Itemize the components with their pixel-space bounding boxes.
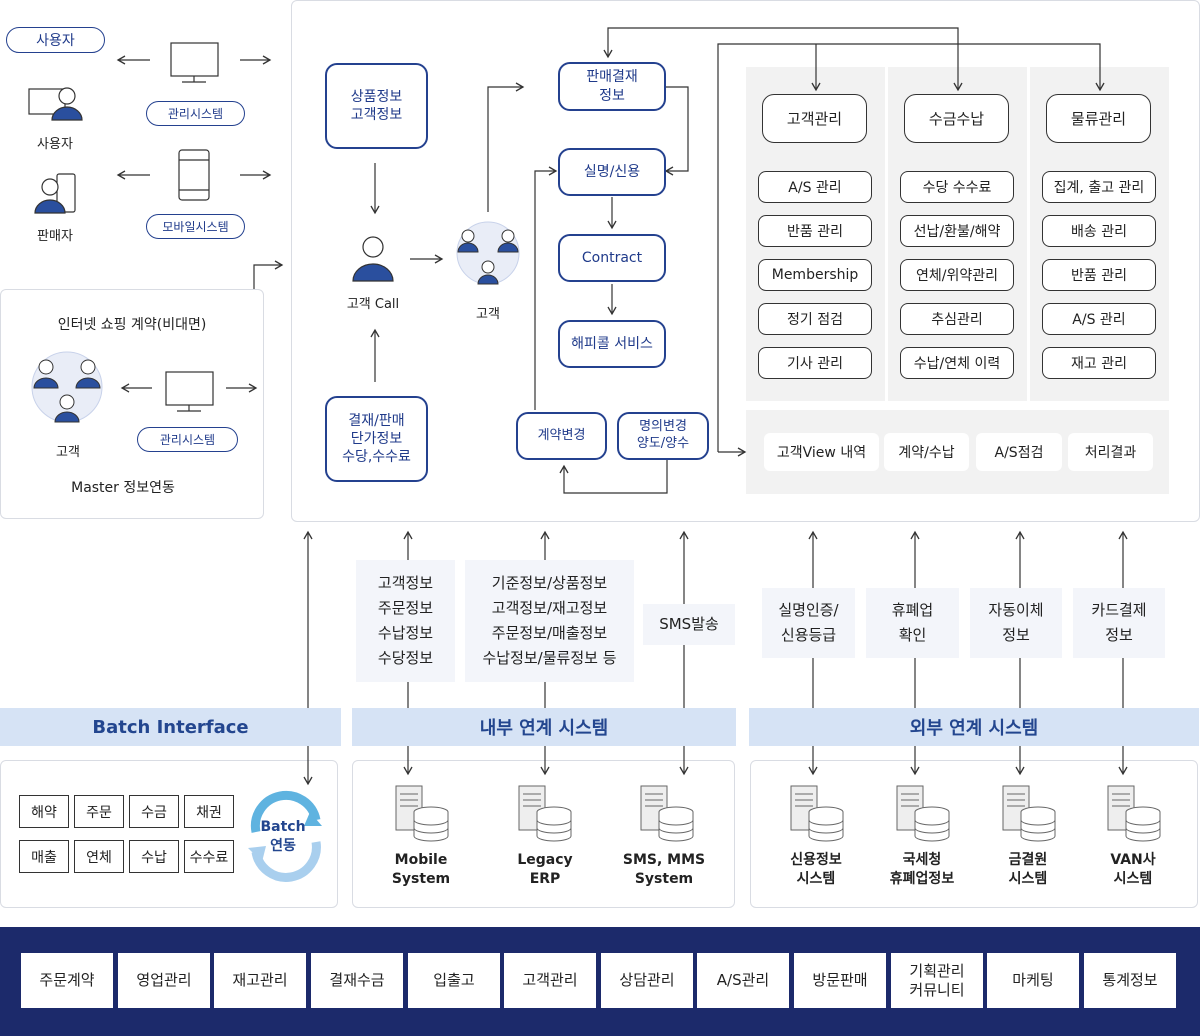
bottom-item: 입출고 <box>408 953 500 1008</box>
module-item: 수납/연체 이력 <box>900 347 1014 379</box>
bottom-item: 고객관리 <box>504 953 596 1008</box>
module-item: Membership <box>758 259 872 291</box>
bottom-item: 결재수금 <box>311 953 403 1008</box>
view-item: 처리결과 <box>1068 433 1153 471</box>
customer-call-label: 고객 Call <box>346 297 400 312</box>
settlement-box: 결재/판매 단가정보 수당,수수료 <box>325 396 428 482</box>
ext-info-2: 휴폐업 확인 <box>866 588 959 658</box>
batch-tag: 수금 <box>129 795 179 828</box>
user-label: 사용자 <box>37 137 73 152</box>
internal-info-1: 고객정보 주문정보 수납정보 수당정보 <box>356 560 455 682</box>
mgmt-system-badge: 관리시스템 <box>146 101 245 126</box>
bottom-item: A/S관리 <box>697 953 789 1008</box>
batch-tag: 채권 <box>184 795 234 828</box>
internal-systems-band: 내부 연계 시스템 <box>352 708 736 746</box>
batch-tag: 수납 <box>129 840 179 873</box>
internal-system: SMS, MMS System <box>622 852 706 887</box>
batch-tag: 주문 <box>74 795 124 828</box>
user-badge: 사용자 <box>6 27 105 53</box>
module-item: 배송 관리 <box>1042 215 1156 247</box>
customer-group-icon <box>31 221 520 423</box>
module-item: 재고 관리 <box>1042 347 1156 379</box>
customer-label-left: 고객 <box>56 445 80 460</box>
sales-payment-box: 판매결재 정보 <box>558 62 666 111</box>
sms-info: SMS발송 <box>643 604 735 645</box>
bottom-item: 상담관리 <box>601 953 693 1008</box>
bottom-item: 영업관리 <box>118 953 210 1008</box>
bottom-item: 주문계약 <box>21 953 113 1008</box>
person-icons <box>34 87 394 282</box>
batch-tag: 매출 <box>19 840 69 873</box>
contract-change-box: 계약변경 <box>516 412 607 460</box>
happy-call-box: 해피콜 서비스 <box>558 320 666 368</box>
bottom-item: 방문판매 <box>794 953 886 1008</box>
module-item: A/S 관리 <box>758 171 872 203</box>
master-label: Master 정보연동 <box>71 480 175 496</box>
module-item: 집계, 출고 관리 <box>1042 171 1156 203</box>
external-system: 국세청 휴폐업정보 <box>889 852 955 887</box>
batch-cycle-icon <box>248 790 322 882</box>
module-item: 연체/위약관리 <box>900 259 1014 291</box>
seller-label: 판매자 <box>37 229 73 244</box>
monitor-icon <box>28 42 219 412</box>
view-item: 고객View 내역 <box>764 433 879 471</box>
module-title-customer: 고객관리 <box>762 94 867 143</box>
ext-info-1: 실명인증/ 신용등급 <box>762 588 855 658</box>
contract-box: Contract <box>558 234 666 282</box>
batch-cycle-label: Batch 연동 <box>260 819 306 854</box>
module-item: 추심관리 <box>900 303 1014 335</box>
module-item: 반품 관리 <box>1042 259 1156 291</box>
external-systems-band: 외부 연계 시스템 <box>749 708 1199 746</box>
internal-system: Legacy ERP <box>517 852 573 887</box>
module-title-collection: 수금수납 <box>904 94 1009 143</box>
module-item: 기사 관리 <box>758 347 872 379</box>
batch-tag: 수수료 <box>184 840 234 873</box>
ext-info-3: 자동이체 정보 <box>970 588 1062 658</box>
internal-system: Mobile System <box>391 852 451 887</box>
customer-group-label: 고객 <box>476 307 500 322</box>
batch-tag: 연체 <box>74 840 124 873</box>
batch-tag: 해약 <box>19 795 69 828</box>
internal-info-2: 기준정보/상품정보 고객정보/재고정보 주문정보/매출정보 수납정보/물류정보 … <box>465 560 634 682</box>
phone-icon <box>56 149 210 213</box>
ext-info-4: 카드결제 정보 <box>1073 588 1165 658</box>
view-item: A/S점검 <box>976 433 1062 471</box>
module-item: 선납/환불/해약 <box>900 215 1014 247</box>
mgmt-system-badge-2: 관리시스템 <box>137 427 238 452</box>
external-system: 신용정보 시스템 <box>790 852 842 887</box>
bottom-item: 마케팅 <box>987 953 1079 1008</box>
module-item: 정기 점검 <box>758 303 872 335</box>
view-item: 계약/수납 <box>884 433 969 471</box>
bottom-item: 기획관리 커뮤니티 <box>891 953 983 1008</box>
internet-title: 인터넷 쇼핑 계약(비대면) <box>57 317 207 333</box>
module-item: 반품 관리 <box>758 215 872 247</box>
bottom-item: 재고관리 <box>214 953 306 1008</box>
bottom-item: 통계정보 <box>1084 953 1176 1008</box>
external-system: VAN사 시스템 <box>1110 852 1156 887</box>
product-info-box: 상품정보 고객정보 <box>325 63 428 149</box>
mobile-system-badge: 모바일시스템 <box>146 214 245 239</box>
module-item: 수당 수수료 <box>900 171 1014 203</box>
external-system: 금결원 시스템 <box>1008 852 1048 887</box>
name-change-box: 명의변경 양도/양수 <box>617 412 709 460</box>
server-icons <box>395 785 1161 842</box>
batch-interface-band: Batch Interface <box>0 708 341 746</box>
verify-box: 실명/신용 <box>558 148 666 196</box>
module-title-logistics: 물류관리 <box>1046 94 1151 143</box>
module-item: A/S 관리 <box>1042 303 1156 335</box>
batch-panel <box>0 760 338 908</box>
